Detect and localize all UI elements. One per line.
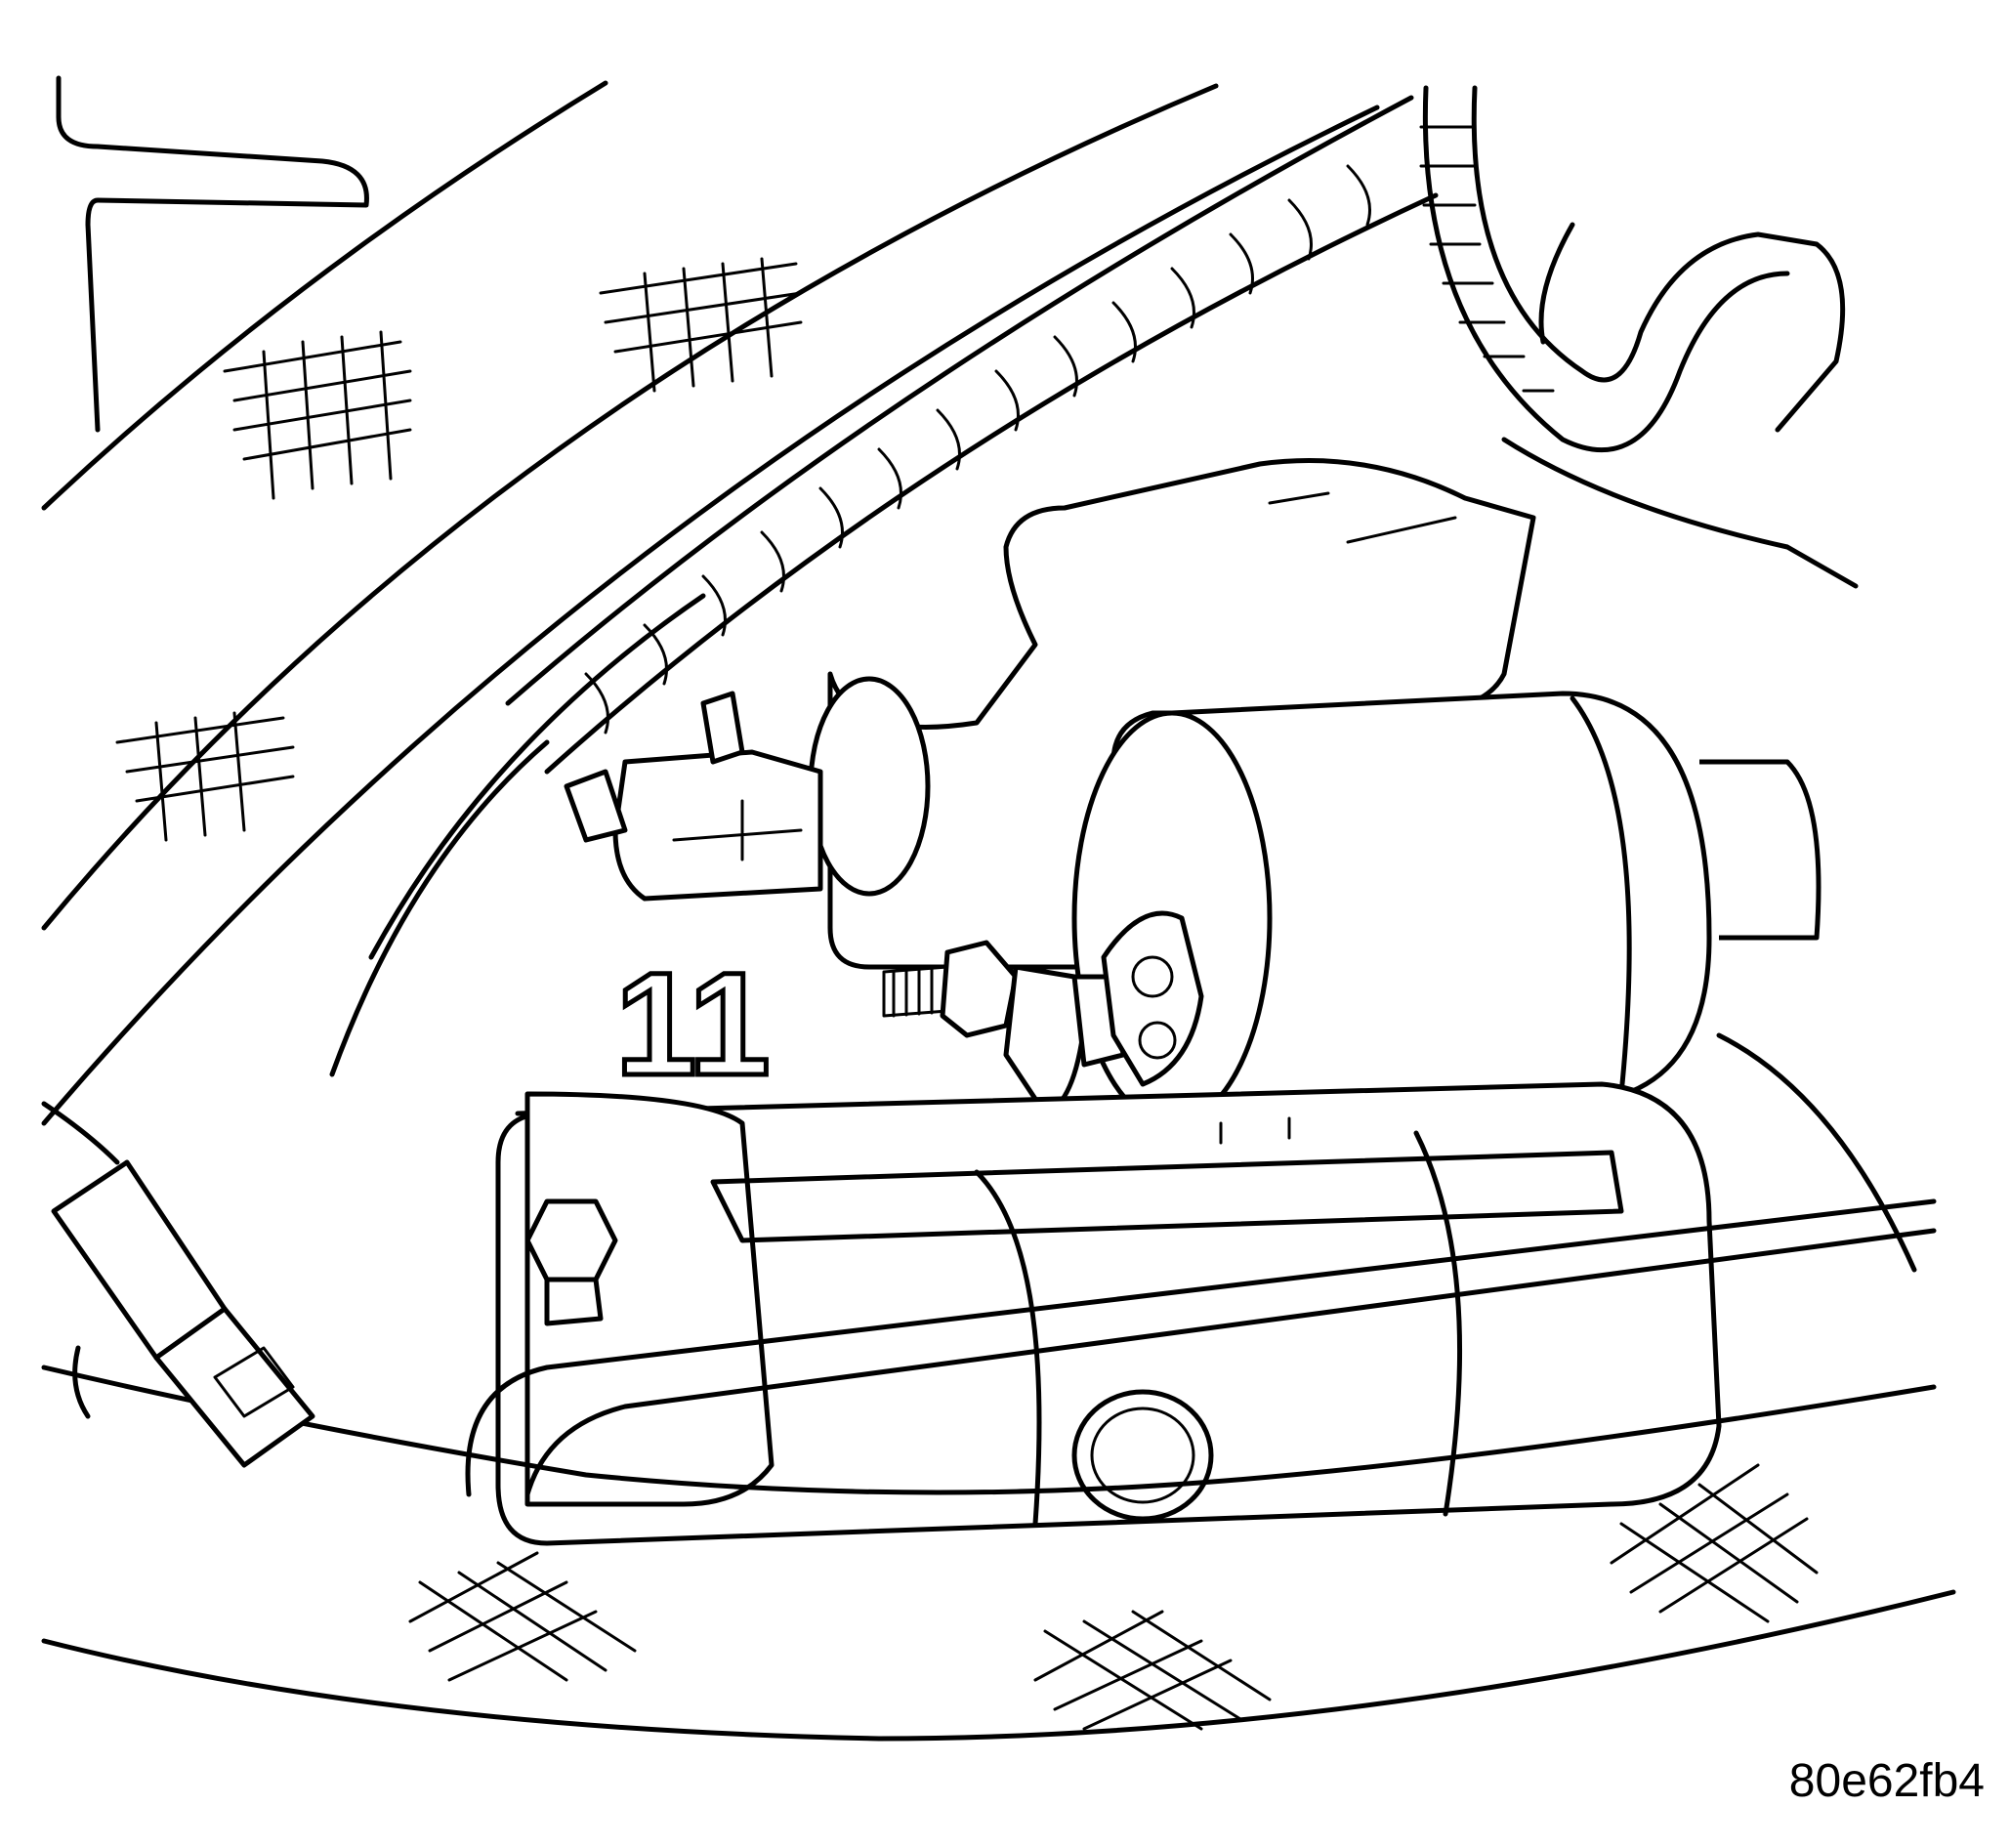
callout-number: 11 [613, 940, 774, 1109]
hatch-textures [115, 257, 1819, 1731]
upper-body-panel [41, 75, 1380, 1126]
wiring-connector [564, 691, 823, 902]
svg-text:11: 11 [615, 942, 771, 1106]
starter-motor-housing [495, 1081, 1722, 1546]
lower-left-connector [41, 1101, 315, 1468]
solenoid-body [1071, 691, 1822, 1126]
wiring-harness-upper [329, 95, 1439, 1077]
figure-id-label: 80e62fb4 [1788, 1755, 1985, 1807]
solenoid-mount-ear [1101, 910, 1204, 1087]
mounting-bolt [524, 1198, 618, 1326]
lower-crossmember [41, 1032, 1956, 1742]
harness-tube-upper-right [1419, 85, 1859, 589]
